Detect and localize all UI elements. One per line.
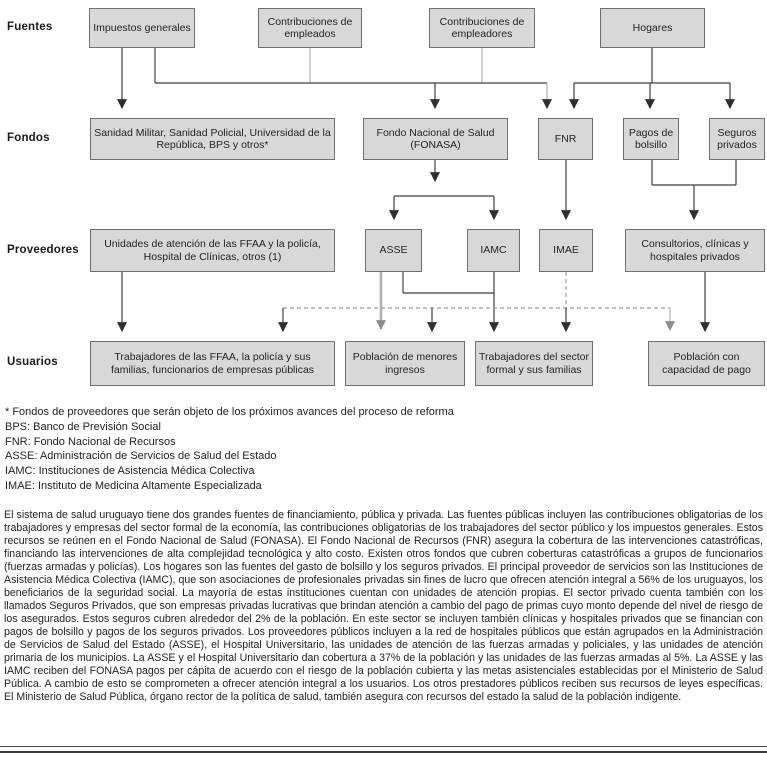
node-sanidad-militar: Sanidad Militar, Sanidad Policial, Unive…	[90, 118, 335, 160]
node-consultorios: Consultorios, clínicas y hospitales priv…	[625, 229, 765, 272]
edges-fondos-to-proveedores	[389, 160, 737, 221]
node-pagos-bolsillo: Pagos de bolsillo	[623, 118, 679, 160]
edges-proveedores-to-usuarios	[117, 272, 710, 333]
node-iamc: IAMC	[467, 229, 520, 272]
row-label-usuarios: Usuarios	[7, 356, 58, 368]
edges-fuentes-to-fondos	[117, 48, 735, 110]
node-trabajadores-ffaa: Trabajadores de las FFAA, la policía y s…	[90, 341, 335, 386]
node-asse: ASSE	[365, 229, 422, 272]
bottom-rule-thin	[0, 746, 767, 747]
node-contribuciones-empleadores: Contribuciones de empleadores	[429, 8, 535, 48]
description-paragraph: El sistema de salud uruguayo tiene dos g…	[4, 509, 763, 703]
node-trabajadores-sector-formal: Trabajadores del sector formal y sus fam…	[475, 341, 593, 386]
node-seguros-privados: Seguros privados	[709, 118, 765, 160]
footnote-asterisk: * Fondos de proveedores que serán objeto…	[5, 406, 454, 418]
node-hogares: Hogares	[600, 8, 705, 48]
node-contribuciones-empleados: Contribuciones de empleados	[258, 8, 362, 48]
row-label-fondos: Fondos	[7, 132, 50, 144]
footnote-bps: BPS: Banco de Previsión Social	[5, 420, 161, 433]
row-label-fuentes: Fuentes	[7, 21, 53, 33]
row-label-proveedores: Proveedores	[7, 244, 79, 256]
bottom-rule-thick	[0, 751, 767, 753]
node-impuestos-generales: Impuestos generales	[89, 8, 195, 48]
node-poblacion-capacidad-pago: Población con capacidad de pago	[648, 341, 765, 386]
connector-layer	[117, 48, 737, 333]
node-poblacion-menores-ingresos: Población de menores ingresos	[345, 341, 465, 386]
node-fonasa: Fondo Nacional de Salud (FONASA)	[363, 118, 508, 160]
node-imae: IMAE	[539, 229, 593, 272]
footnote-fnr: FNR: Fondo Nacional de Recursos	[5, 435, 176, 448]
footnote-imae: IMAE: Instituto de Medicina Altamente Es…	[5, 479, 262, 492]
footnote-iamc: IAMC: Instituciones de Asistencia Médica…	[5, 465, 255, 478]
node-fnr: FNR	[538, 118, 593, 160]
footnote-block: * Fondos de proveedores que serán objeto…	[5, 405, 454, 494]
node-unidades-ffaa: Unidades de atención de las FFAA y la po…	[90, 229, 335, 272]
footnote-asse: ASSE: Administración de Servicios de Sal…	[5, 450, 277, 463]
